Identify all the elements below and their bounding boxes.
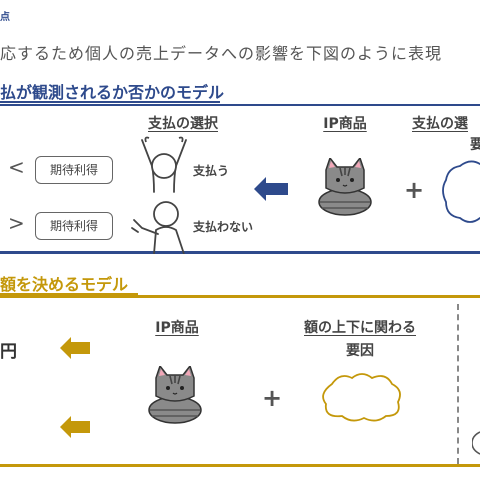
model1-frame [0, 104, 480, 254]
expected-gain-box-no-pay: 期待利得 [35, 212, 113, 240]
person-cheer-icon [136, 136, 192, 198]
model1-plus: + [404, 176, 425, 204]
cat-icon [312, 156, 378, 220]
expected-gain-box-pay: 期待利得 [35, 156, 113, 184]
cloud-icon [318, 370, 404, 428]
model2-title: 額を決めるモデル [0, 275, 129, 294]
model1-title-underline [0, 101, 220, 103]
section-label: 点 [0, 12, 10, 23]
model1-choice-header: 支払の選択 [148, 116, 218, 132]
arrow-left-icon [60, 337, 90, 363]
partial-circle-icon [471, 430, 480, 460]
model2-divider [457, 304, 459, 464]
model2-ip-header: IP商品 [155, 320, 199, 336]
model2-factor-header-line2: 要因 [346, 343, 374, 359]
model1-ip-header: IP商品 [323, 116, 367, 132]
model1-title: 払が観測されるか否かのモデル [0, 83, 225, 102]
model2-plus: + [262, 384, 283, 412]
arrow-left-icon [60, 416, 90, 442]
person-refuse-icon [130, 198, 194, 258]
model1-factor-header-line2: 要 [470, 137, 480, 153]
amount-yen-label: 円 [0, 342, 17, 362]
model2-title-underline [0, 293, 138, 295]
pay-label: 支払う [193, 164, 230, 178]
compare-greater-than: > [8, 211, 25, 235]
intro-text: 応するため個人の売上データへの影響を下図のように表現 [0, 44, 443, 63]
arrow-left-icon [254, 177, 288, 205]
cat-icon [142, 364, 208, 428]
cloud-icon [440, 158, 480, 230]
compare-less-than: < [8, 155, 25, 179]
model2-factor-header: 額の上下に関わる [304, 320, 416, 336]
model2-frame [0, 295, 480, 467]
model1-factor-header: 支払の選 [412, 116, 468, 132]
not-pay-label: 支払わない [193, 220, 254, 234]
